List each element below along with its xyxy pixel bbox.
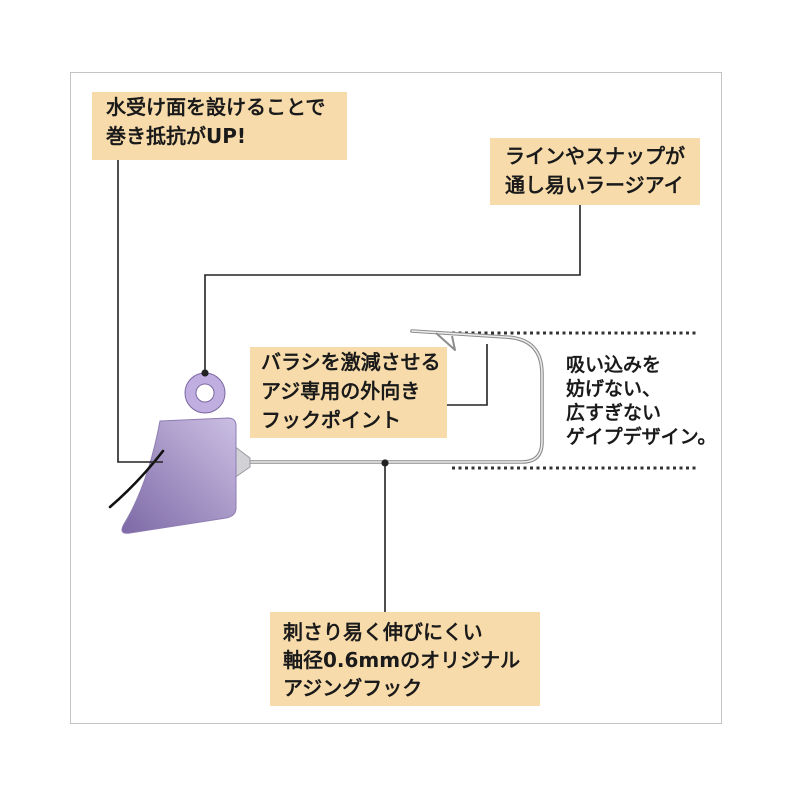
leader-dot-hook-wire (381, 459, 389, 467)
note-line: 妨げない、 (566, 378, 662, 400)
callout-line: アジングフック (283, 676, 423, 700)
jig-head-body (121, 417, 237, 534)
image-frame (70, 72, 722, 724)
leader-line-large-eye (204, 205, 581, 372)
hook-barb (435, 332, 456, 351)
callout-line: 軸径0.6mmのオリジナル (283, 648, 521, 672)
callout-line: 通し易いラージアイ (505, 173, 684, 197)
eye-ring (185, 373, 225, 413)
leader-line-hook-point (447, 344, 488, 406)
callout-line: 水受け面を設けることで (106, 95, 326, 119)
leader-line-water-face (117, 160, 163, 463)
hook-wire-callout: 刺さり易く伸びにくい 軸径0.6mmのオリジナル アジングフック (270, 612, 540, 706)
callout-line: ラインやスナップが (505, 144, 685, 168)
note-line: 広すぎない (566, 402, 662, 424)
large-eye-callout: ラインやスナップが 通し易いラージアイ (490, 138, 700, 205)
water-face-callout: 水受け面を設けることで 巻き抵抗がUP! (92, 92, 347, 160)
callout-line: フックポイント (261, 408, 401, 432)
hook-wire-shine (245, 330, 543, 463)
large-eye (184, 372, 226, 414)
gape-design-note: 吸い込みを 妨げない、 広すぎない ゲイプデザイン。 (566, 353, 716, 449)
callout-line: アジ専用の外向き (261, 379, 421, 403)
leader-dot-large-eye (201, 369, 209, 377)
note-line: ゲイプデザイン。 (566, 426, 717, 448)
water-face-edge-line (108, 449, 165, 509)
hook-point-callout: バラシを激減させる アジ専用の外向き フックポイント (250, 347, 447, 438)
callout-line: 巻き抵抗がUP! (106, 124, 247, 148)
hook (244, 329, 544, 464)
callout-line: 刺さり易く伸びにくい (283, 620, 483, 644)
eye-ring-inner-edge (195, 383, 215, 403)
note-line: 吸い込みを (566, 354, 662, 376)
callout-line: バラシを激減させる (261, 350, 441, 374)
